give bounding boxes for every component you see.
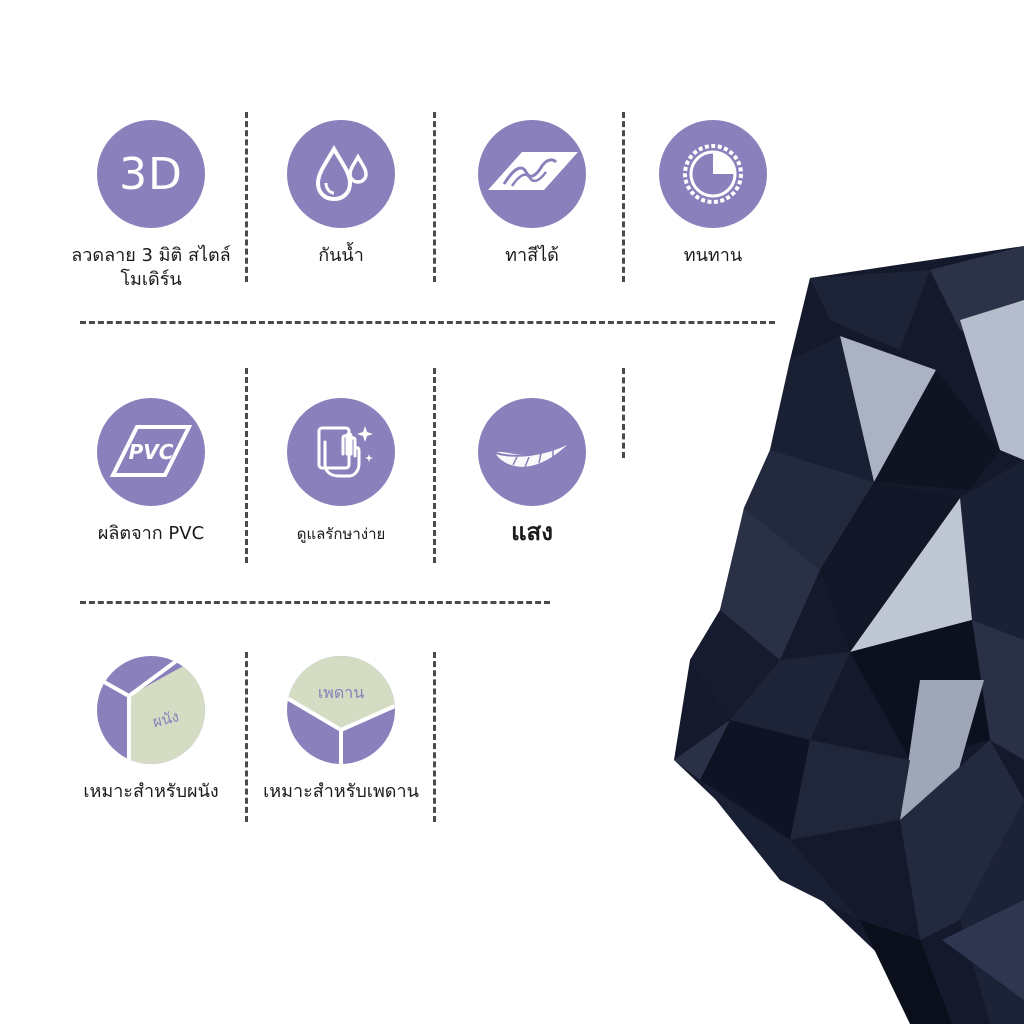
- feature-easy-clean: ดูแลรักษาง่าย: [256, 398, 426, 546]
- pvc-sheet-icon: PVC: [97, 398, 205, 506]
- feature-3d: 3D ลวดลาย 3 มิติ สไตล์โมเดิร์น: [66, 120, 236, 292]
- 3d-icon-text: 3D: [119, 148, 183, 200]
- feature-waterproof: กันน้ำ: [256, 120, 426, 268]
- feature-label: ดูแลรักษาง่าย: [296, 525, 386, 543]
- feature-paintable: ทาสีได้: [447, 120, 617, 268]
- divider-vertical: [622, 368, 625, 458]
- divider-vertical: [622, 112, 625, 282]
- divider-vertical: [245, 652, 248, 822]
- feature-durable: ทนทาน: [628, 120, 798, 268]
- divider-vertical: [433, 112, 436, 282]
- feature-label: ทาสีได้: [505, 245, 559, 266]
- feature-label: แสง: [511, 518, 553, 546]
- feature-label: ทนทาน: [683, 245, 743, 266]
- wall-icon-text: ผนัง: [151, 707, 181, 731]
- clock-icon: [659, 120, 767, 228]
- feature-label: เหมาะสำหรับผนัง: [83, 781, 219, 802]
- feature-pvc: PVC ผลิตจาก PVC: [66, 398, 236, 546]
- feature-label: ลวดลาย 3 มิติ สไตล์โมเดิร์น: [71, 245, 231, 290]
- feature-light: แสง: [447, 398, 617, 544]
- feature-ceiling: เพดาน เหมาะสำหรับเพดาน: [256, 656, 426, 804]
- ceiling-corner-icon: เพดาน: [287, 656, 395, 764]
- hand-wipe-icon: [287, 398, 395, 506]
- feature-label: ผลิตจาก PVC: [97, 523, 205, 544]
- divider-vertical: [245, 368, 248, 563]
- 3d-text-icon: 3D: [97, 120, 205, 228]
- feature-wall: ผนัง เหมาะสำหรับผนัง: [66, 656, 236, 804]
- divider-vertical: [433, 652, 436, 822]
- water-drops-icon: [287, 120, 395, 228]
- feature-label: เหมาะสำหรับเพดาน: [263, 781, 419, 802]
- product-panel-image: [660, 240, 1024, 1024]
- divider-horizontal: [80, 601, 550, 604]
- paint-brush-icon: [478, 120, 586, 228]
- feature-label: กันน้ำ: [318, 245, 364, 266]
- wall-corner-icon: ผนัง: [97, 656, 205, 764]
- divider-horizontal: [80, 321, 775, 324]
- feather-icon: [478, 398, 586, 506]
- pvc-icon-text: PVC: [129, 440, 174, 464]
- ceiling-icon-text: เพดาน: [318, 683, 364, 702]
- divider-vertical: [245, 112, 248, 282]
- divider-vertical: [433, 368, 436, 563]
